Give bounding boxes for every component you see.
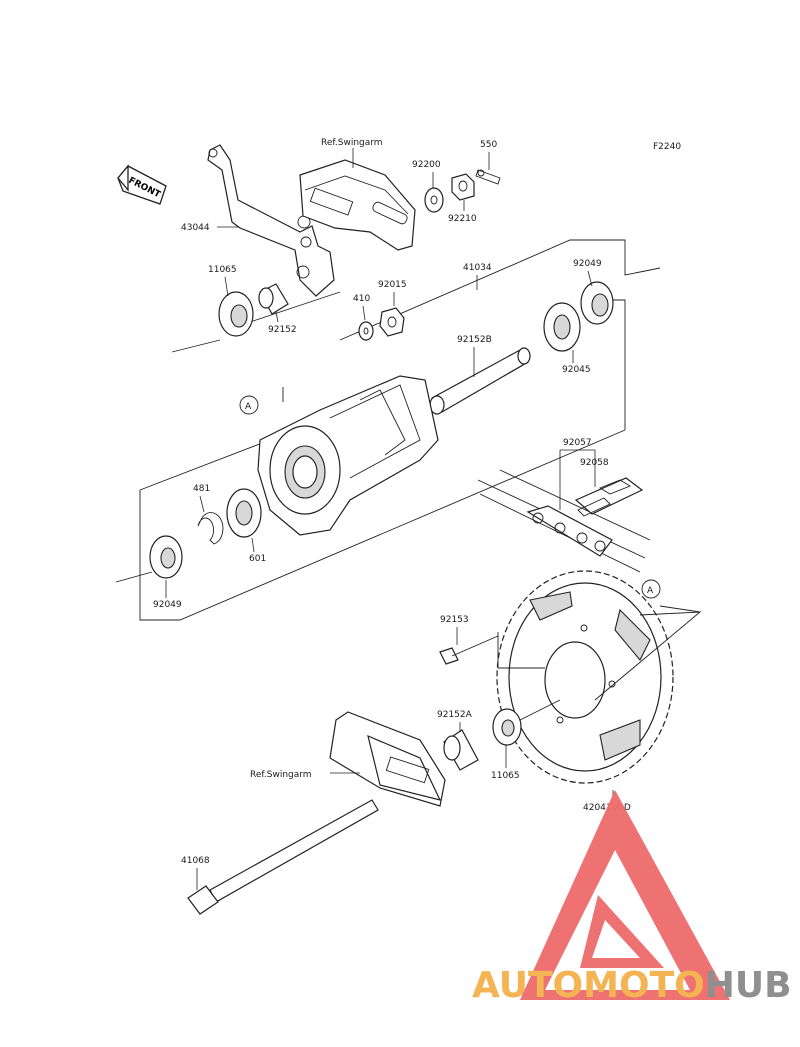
part-92049-bottom: 92049: [153, 600, 182, 610]
part-92210: 92210: [448, 214, 477, 224]
part-11065-top: 11065: [208, 265, 237, 275]
ref-swingarm-bottom: Ref.Swingarm: [250, 770, 312, 780]
part-550: 550: [480, 140, 497, 150]
part-92152B: 92152B: [457, 335, 492, 345]
part-92015: 92015: [378, 280, 407, 290]
part-41034: 41034: [463, 263, 492, 273]
swingarm-ref-bottom: [329, 711, 446, 807]
part-410: 410: [353, 294, 370, 304]
part-92057: 92057: [563, 438, 592, 448]
part-41068: 41068: [181, 856, 210, 866]
part-601: 601: [249, 554, 266, 564]
diagram-code: F2240: [653, 142, 681, 152]
svg-text:AUTOMOTOHUB: AUTOMOTOHUB: [472, 965, 792, 1006]
part-92200: 92200: [412, 160, 441, 170]
rear-axle: [187, 799, 379, 915]
logo-text-hub: HUB: [705, 965, 792, 1006]
part-92045: 92045: [562, 365, 591, 375]
part-92152: 92152: [268, 325, 297, 335]
brake-torque-link: [207, 144, 335, 297]
ref-A-right: A: [647, 586, 654, 596]
part-92152A: 92152A: [437, 710, 473, 720]
part-481: 481: [193, 484, 210, 494]
part-92049-top: 92049: [573, 259, 602, 269]
part-92058: 92058: [580, 458, 609, 468]
sprocket-bolt: [439, 635, 499, 665]
swingarm-ref-top: [299, 159, 416, 251]
rear-hub: [257, 375, 439, 536]
rear-sprocket: [496, 570, 674, 784]
part-92153: 92153: [440, 615, 469, 625]
ref-swingarm-top: Ref.Swingarm: [321, 138, 383, 148]
part-11065-bottom: 11065: [491, 771, 520, 781]
part-43044: 43044: [181, 223, 210, 233]
drive-chain: [477, 469, 651, 573]
logo-text-auto: AUTOMOTO: [472, 965, 705, 1006]
front-arrow-icon: FRONT: [117, 164, 167, 205]
automotohub-logo: AUTOMOTOHUB: [472, 790, 792, 1006]
ref-A-top: A: [245, 402, 252, 412]
